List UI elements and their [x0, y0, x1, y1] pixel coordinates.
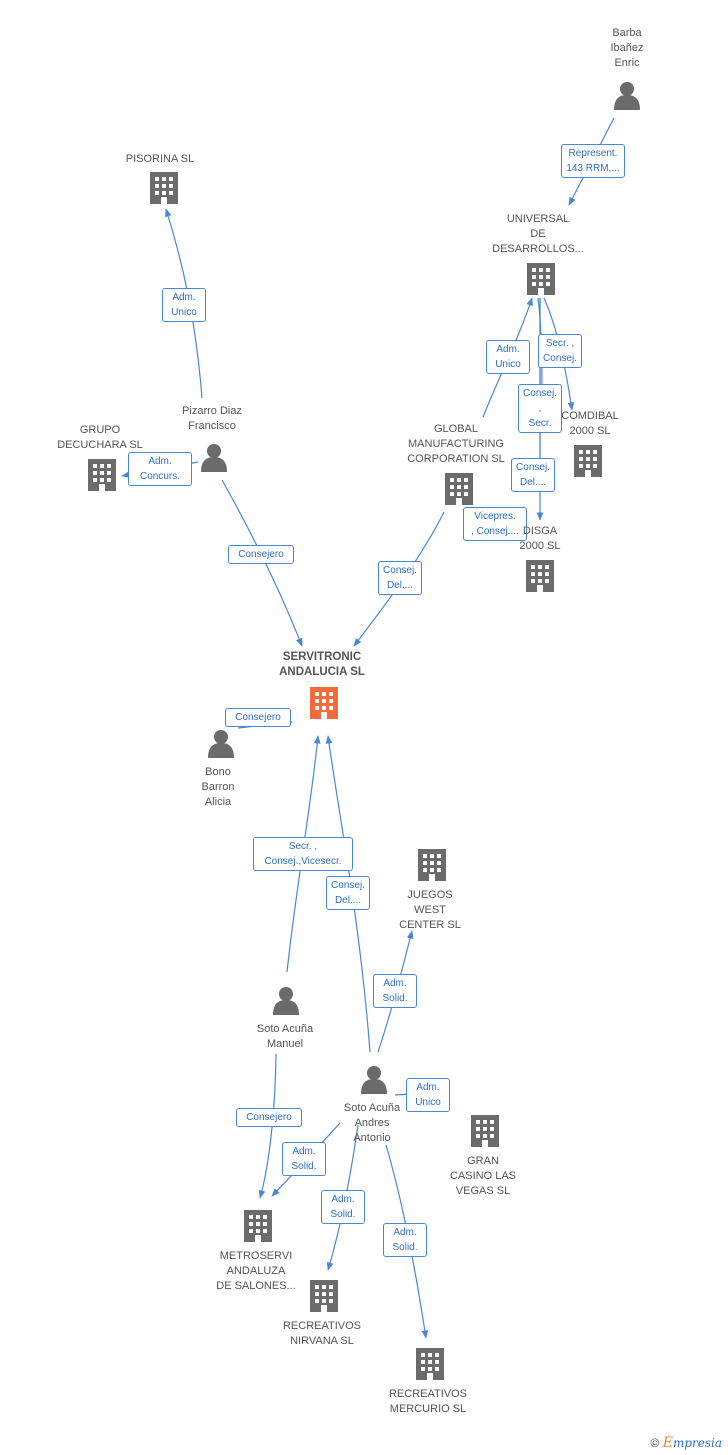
node-label-grupo[interactable]: GRUPO DECUCHARA SL	[57, 424, 143, 451]
edge-label-barba-to-universal[interactable]: Represent. 143 RRM,...	[561, 144, 625, 178]
person-icon-andres[interactable]	[361, 1066, 387, 1094]
person-icon-pizarro[interactable]	[201, 444, 227, 472]
building-icon-universal[interactable]	[527, 263, 555, 295]
building-icon-global[interactable]	[445, 473, 473, 505]
edge-label-universal-to-disga[interactable]: Vicepres. , Consej....	[463, 507, 527, 541]
edge-label-pizarro-to-servitronic[interactable]: Consejero	[228, 544, 294, 564]
node-label-servitronic[interactable]: SERVITRONIC ANDALUCIA SL	[279, 651, 365, 678]
node-label-disga[interactable]: DISGA 2000 SL	[519, 525, 561, 552]
edge-label-andres-to-gran[interactable]: Adm. Unico	[406, 1078, 450, 1112]
edge-label-universal-to-comdibal[interactable]: Consej. , Secr.	[518, 383, 562, 433]
edge-label-pizarro-to-grupo[interactable]: Adm. Concurs.	[128, 452, 192, 486]
building-icon-grupo[interactable]	[88, 459, 116, 491]
building-icon-metroservi[interactable]	[244, 1210, 272, 1242]
node-label-comdibal[interactable]: COMDIBAL 2000 SL	[561, 410, 619, 437]
node-label-universal[interactable]: UNIVERSAL DE DESARROLLOS...	[492, 213, 584, 255]
building-icon-servitronic[interactable]	[310, 687, 338, 719]
person-icon-manuel[interactable]	[273, 987, 299, 1015]
node-label-mercurio[interactable]: RECREATIVOS MERCURIO SL	[388, 1388, 468, 1415]
node-label-nirvana[interactable]: RECREATIVOS NIRVANA SL	[282, 1320, 362, 1347]
brand-name: mpresia	[672, 1436, 722, 1450]
node-label-andres[interactable]: Soto Acuña Andres Antonio	[343, 1102, 401, 1144]
building-icon-disga[interactable]	[526, 560, 554, 592]
edge-manuel-to-metroservi	[258, 1053, 277, 1199]
person-icon-bono[interactable]	[208, 730, 234, 758]
edge-andres-to-servitronic	[325, 735, 371, 1053]
edge-label-andres-to-mercurio[interactable]: Adm. Solid.	[383, 1223, 427, 1257]
node-label-manuel[interactable]: Soto Acuña Manuel	[256, 1023, 314, 1050]
edge-label-andres-to-metroservi[interactable]: Adm. Solid.	[282, 1142, 326, 1176]
node-label-gran[interactable]: GRAN CASINO LAS VEGAS SL	[449, 1155, 517, 1197]
node-label-pizarro[interactable]: Pizarro Diaz Francisco	[182, 405, 242, 432]
building-icon-juegos[interactable]	[418, 849, 446, 881]
node-label-global[interactable]: GLOBAL MANUFACTURING CORPORATION SL	[407, 423, 505, 465]
edge-label-universal-to-disga[interactable]: Consej. Del....	[511, 458, 555, 492]
edge-label-global-to-servitronic[interactable]: Consej. Del....	[378, 561, 422, 595]
edge-label-pizarro-to-pisorina[interactable]: Adm. Unico	[162, 288, 206, 322]
edge-label-manuel-to-servitronic[interactable]: Secr. , Consej.,Vicesecr.	[253, 837, 353, 871]
edge-label-universal-to-comdibal[interactable]: Secr. , Consej.	[538, 334, 582, 368]
edge-label-andres-to-juegos[interactable]: Adm. Solid.	[373, 974, 417, 1008]
building-icon-mercurio[interactable]	[416, 1348, 444, 1380]
node-label-juegos[interactable]: JUEGOS WEST CENTER SL	[399, 889, 461, 931]
brand-initial: E	[662, 1435, 673, 1451]
building-icon-gran[interactable]	[471, 1115, 499, 1147]
person-icon-barba[interactable]	[614, 82, 640, 110]
node-label-pisorina[interactable]: PISORINA SL	[125, 153, 195, 165]
node-label-metroservi[interactable]: METROSERVI ANDALUZA DE SALONES...	[216, 1250, 296, 1292]
node-label-barba[interactable]: Barba Ibañez Enric	[610, 27, 644, 69]
edge-label-andres-to-servitronic[interactable]: Consej. Del....	[326, 876, 370, 910]
edge-label-manuel-to-metroservi[interactable]: Consejero	[236, 1107, 302, 1127]
copyright-symbol: ©	[650, 1436, 660, 1450]
building-icon-comdibal[interactable]	[574, 445, 602, 477]
node-label-bono[interactable]: Bono Barron Alicia	[201, 766, 235, 808]
edge-label-bono-to-servitronic[interactable]: Consejero	[225, 707, 291, 727]
edge-label-global-to-universal[interactable]: Adm. Unico	[486, 340, 530, 374]
building-icon-pisorina[interactable]	[150, 172, 178, 204]
empresia-logo: © Empresia	[651, 1435, 722, 1451]
edge-label-andres-to-nirvana[interactable]: Adm. Solid.	[321, 1190, 365, 1224]
